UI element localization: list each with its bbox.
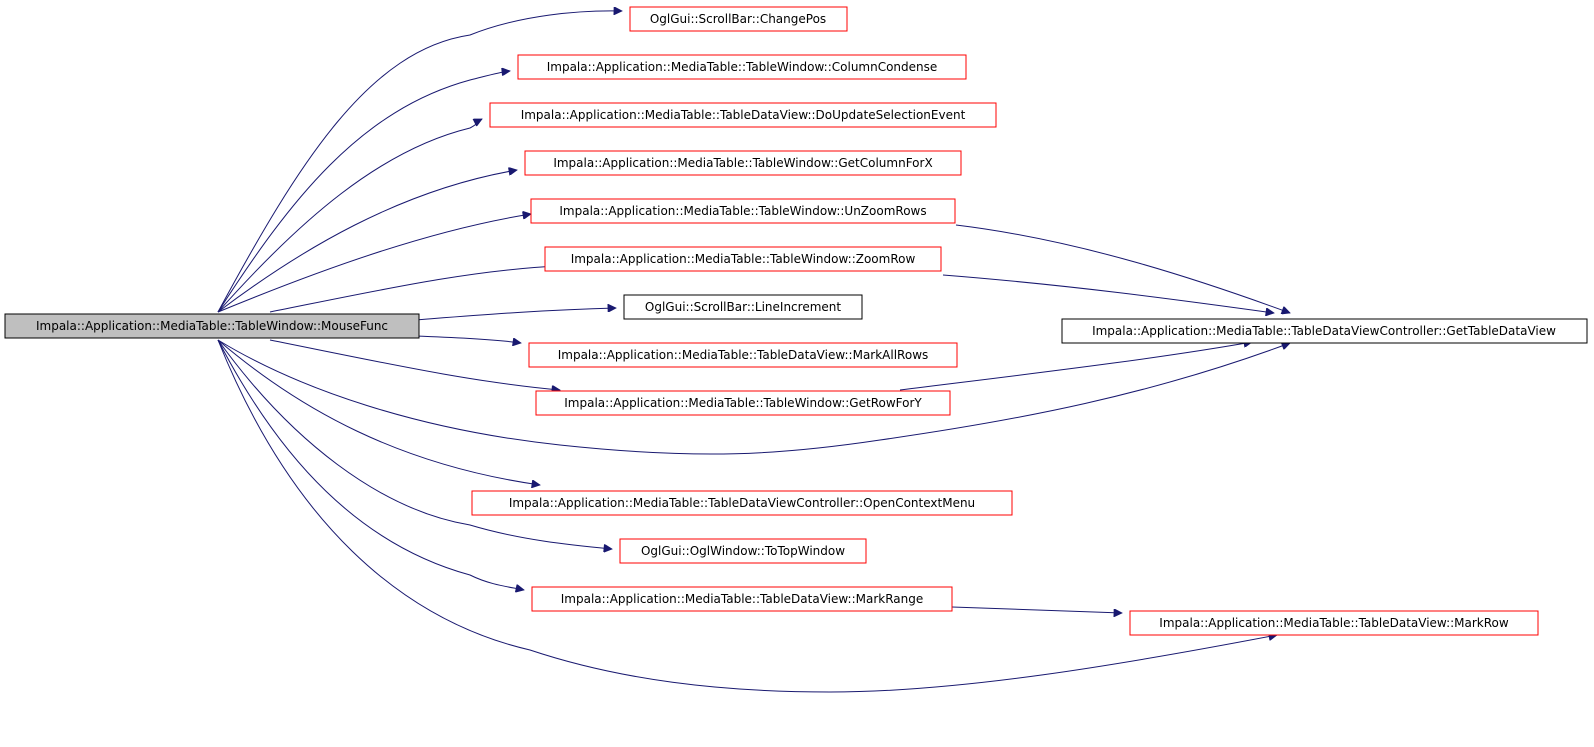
node-label-opencontextmenu: Impala::Application::MediaTable::TableDa…	[509, 496, 975, 510]
node-markallrows[interactable]: Impala::Application::MediaTable::TableDa…	[528, 342, 958, 368]
node-label-getcolumnforx: Impala::Application::MediaTable::TableWi…	[553, 156, 932, 170]
node-opencontextmenu[interactable]: Impala::Application::MediaTable::TableDa…	[471, 490, 1013, 516]
node-getcolumnforx[interactable]: Impala::Application::MediaTable::TableWi…	[524, 150, 962, 176]
edge-mousefunc-totopwindow	[217, 339, 612, 549]
edge-mousefunc-unzoomrows	[217, 214, 531, 313]
node-getrowfory[interactable]: Impala::Application::MediaTable::TableWi…	[535, 390, 951, 416]
node-label-unzoomrows: Impala::Application::MediaTable::TableWi…	[559, 204, 926, 218]
node-totopwindow[interactable]: OglGui::OglWindow::ToTopWindow	[619, 538, 867, 564]
nodes-layer: Impala::Application::MediaTable::TableWi…	[4, 6, 1588, 636]
edge-mousefunc-doupdateselection	[217, 118, 482, 313]
node-mousefunc[interactable]: Impala::Application::MediaTable::TableWi…	[4, 313, 420, 339]
edge-mousefunc-opencontextmenu	[217, 339, 540, 485]
node-doupdateselection[interactable]: Impala::Application::MediaTable::TableDa…	[489, 102, 997, 128]
node-label-getrowfory: Impala::Application::MediaTable::TableWi…	[564, 396, 922, 410]
edge-mousefunc-columncondense	[217, 71, 510, 313]
edge-mousefunc-lineincrement	[414, 308, 616, 321]
node-columncondense[interactable]: Impala::Application::MediaTable::TableWi…	[517, 54, 967, 80]
node-label-totopwindow: OglGui::OglWindow::ToTopWindow	[641, 544, 845, 558]
node-label-markrange: Impala::Application::MediaTable::TableDa…	[561, 592, 923, 606]
node-label-markrow: Impala::Application::MediaTable::TableDa…	[1159, 616, 1509, 630]
edge-mousefunc-getrowfory	[269, 339, 560, 390]
edge-getrowfory-gettabledataview	[899, 342, 1252, 391]
edge-mousefunc-markallrows	[414, 335, 521, 343]
node-label-markallrows: Impala::Application::MediaTable::TableDa…	[558, 348, 929, 362]
edge-zoomrow-gettabledataview	[942, 274, 1274, 313]
node-label-lineincrement: OglGui::ScrollBar::LineIncrement	[645, 300, 841, 314]
edges-layer	[217, 11, 1290, 693]
node-changepos[interactable]: OglGui::ScrollBar::ChangePos	[629, 6, 848, 32]
node-lineincrement[interactable]: OglGui::ScrollBar::LineIncrement	[623, 294, 863, 320]
edge-mousefunc-zoomrow	[269, 266, 559, 313]
node-markrow[interactable]: Impala::Application::MediaTable::TableDa…	[1129, 610, 1539, 636]
node-label-mousefunc: Impala::Application::MediaTable::TableWi…	[36, 319, 388, 333]
edge-unzoomrows-gettabledataview	[955, 224, 1290, 313]
node-label-columncondense: Impala::Application::MediaTable::TableWi…	[547, 60, 938, 74]
edge-mousefunc-markrow	[217, 339, 1277, 693]
edge-mousefunc-getcolumnforx	[217, 170, 517, 313]
edge-mousefunc-markrange	[217, 339, 524, 590]
node-label-changepos: OglGui::ScrollBar::ChangePos	[650, 12, 826, 26]
node-zoomrow[interactable]: Impala::Application::MediaTable::TableWi…	[544, 246, 942, 272]
node-label-gettabledataview: Impala::Application::MediaTable::TableDa…	[1092, 324, 1556, 338]
node-unzoomrows[interactable]: Impala::Application::MediaTable::TableWi…	[530, 198, 956, 224]
node-label-doupdateselection: Impala::Application::MediaTable::TableDa…	[521, 108, 966, 122]
edge-mousefunc-changepos	[217, 11, 622, 313]
node-label-zoomrow: Impala::Application::MediaTable::TableWi…	[571, 252, 916, 266]
node-gettabledataview[interactable]: Impala::Application::MediaTable::TableDa…	[1061, 318, 1588, 344]
edge-mousefunc-gettabledataview	[217, 339, 1290, 455]
edge-markrange-markrow	[951, 606, 1122, 613]
node-markrange[interactable]: Impala::Application::MediaTable::TableDa…	[531, 586, 953, 612]
